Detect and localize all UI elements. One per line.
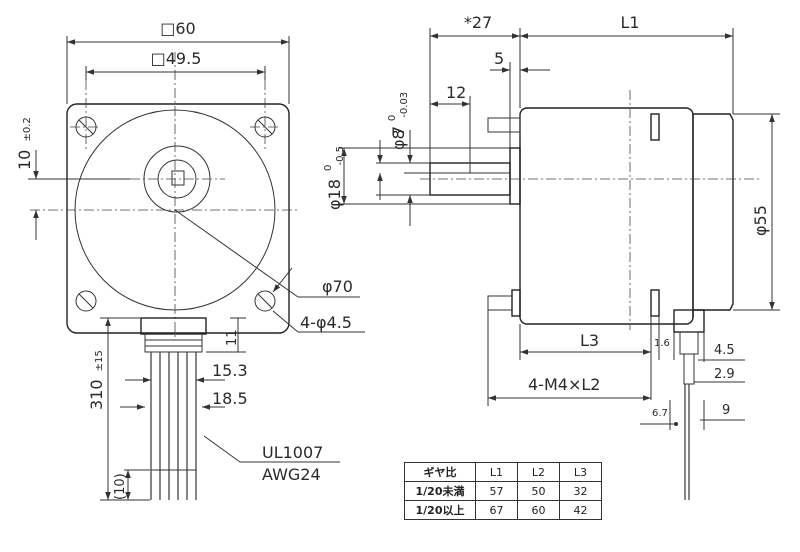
gear-ratio-table: ギヤ比 L1 L2 L3 1/20未満 57 50 32 1/20以上 67 6… <box>404 462 602 520</box>
side-dimensions: *27 L1 5 12 7 φ8 0 -0.03 φ18 0 -0.5 <box>316 13 780 430</box>
table-header: L2 <box>517 462 560 482</box>
stud-top <box>487 117 521 133</box>
dim-gland-d: 9 <box>722 403 730 418</box>
table-cell: 60 <box>517 500 560 520</box>
dim-l3: L3 <box>580 331 599 350</box>
dim-gland-b: 2.9 <box>714 367 735 382</box>
dim-flat: 7 <box>389 126 408 136</box>
dim-screws: 4-M4×L2 <box>528 375 600 394</box>
dim-strip: (10) <box>113 473 128 500</box>
dim-pcd: φ70 <box>322 277 353 296</box>
dim-gland-gap: 1.6 <box>654 338 670 349</box>
dim-l1: L1 <box>620 13 639 32</box>
table-header: L3 <box>559 462 602 482</box>
dim-conn-w2: 18.5 <box>212 389 248 408</box>
dim-lead-len: 310 ±15 <box>87 350 106 410</box>
dim-frame: □60 <box>160 19 195 38</box>
side-view <box>420 90 760 500</box>
table-header: ギヤ比 <box>404 462 476 482</box>
table-cell: 42 <box>559 500 602 520</box>
table-row: 1/20以上 67 60 42 <box>404 500 602 520</box>
bolt-head-bottom <box>650 289 660 317</box>
dim-boss-dia: φ18 0 -0.5 <box>316 146 346 210</box>
nut-bottom <box>511 289 521 317</box>
table-row: 1/20未満 57 50 32 <box>404 481 602 501</box>
dim-conn-w1: 15.3 <box>212 361 248 380</box>
mount-hole-bl <box>75 290 97 312</box>
gearbox-body <box>519 107 694 325</box>
table-cell: 32 <box>559 481 602 501</box>
front-boss <box>509 147 521 205</box>
bolt-head-top <box>650 113 660 141</box>
dim-conn-h: 11 <box>225 329 240 346</box>
dim-shaft-ext: *27 <box>464 13 492 32</box>
dim-shaft-step: 5 <box>494 49 504 68</box>
lead-wires <box>150 352 197 500</box>
connector-pins <box>144 333 203 353</box>
table-header-row: ギヤ比 L1 L2 L3 <box>404 462 602 482</box>
wire-gauge: AWG24 <box>262 465 321 484</box>
motor-can <box>693 113 734 311</box>
table-cell: 57 <box>475 481 518 501</box>
mount-hole-br <box>254 290 276 312</box>
stud-bottom <box>487 295 513 311</box>
dim-offset: 10 ±0.2 <box>15 117 34 170</box>
dim-body-dia: φ55 <box>751 205 770 236</box>
table-header: L1 <box>475 462 518 482</box>
front-dimensions: □60 □49.5 10 ±0.2 φ70 4-φ4.5 11 15.3 18.… <box>15 19 365 501</box>
table-cell: 1/20以上 <box>404 500 476 520</box>
table-cell: 50 <box>517 481 560 501</box>
dim-holes: 4-φ4.5 <box>300 313 352 332</box>
flange-square <box>66 103 290 334</box>
shaft-flat <box>171 170 185 186</box>
connector-housing <box>140 317 207 335</box>
dim-hole-pitch: □49.5 <box>151 49 202 68</box>
front-view <box>30 52 300 500</box>
cable-gland <box>673 309 705 333</box>
table-cell: 67 <box>475 500 518 520</box>
dim-flat-len: 12 <box>446 83 466 102</box>
table-cell: 1/20未満 <box>404 481 476 501</box>
dim-gland-c: 6.7 <box>652 408 668 419</box>
dim-shaft-dia: φ8 0 -0.03 <box>380 92 410 150</box>
dim-gland-a: 4.5 <box>714 343 735 358</box>
wire-type: UL1007 <box>262 443 323 462</box>
